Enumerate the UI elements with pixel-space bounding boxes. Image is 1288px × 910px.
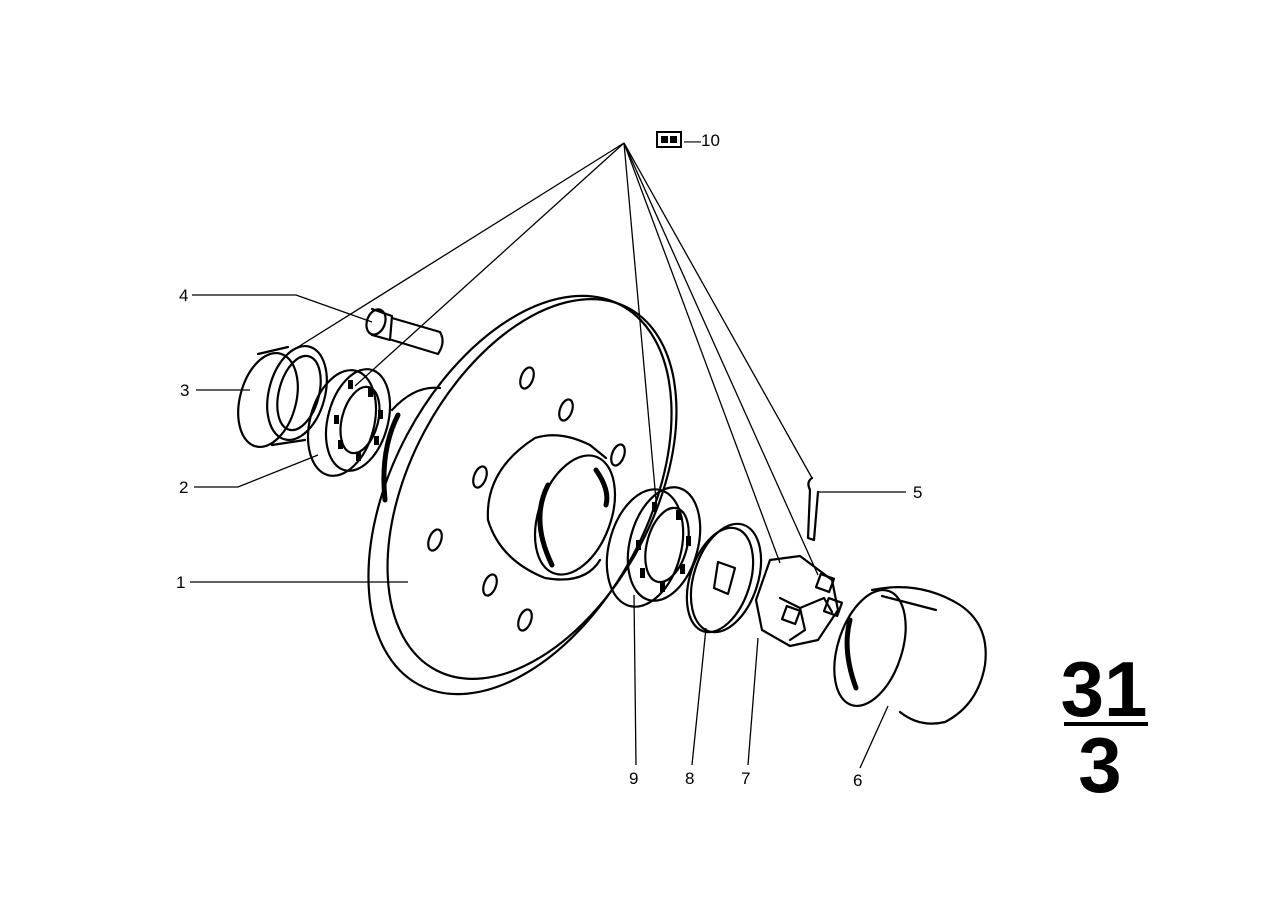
inner-roller-bearing: [306, 368, 392, 477]
section-group: 31: [1061, 645, 1148, 733]
callout-1: 1: [176, 573, 185, 592]
leader-lines: [190, 142, 906, 769]
wheel-stud: [365, 307, 444, 356]
callout-10: —10: [684, 131, 720, 150]
callout-5: 5: [913, 483, 922, 502]
callout-6: 6: [853, 771, 862, 790]
thrust-washer: [685, 522, 763, 634]
callout-4: 4: [179, 286, 188, 305]
section-divider: [1064, 722, 1148, 726]
outer-roller-bearing: [605, 486, 702, 608]
section-subgroup: 3: [1078, 721, 1121, 809]
grease-cap: [833, 586, 987, 725]
section-number: 31 3: [1061, 645, 1148, 809]
cotter-pin: [806, 476, 820, 542]
callout-3: 3: [180, 381, 189, 400]
bearing-outer-race: [237, 344, 328, 449]
callout-7: 7: [741, 769, 750, 788]
castellated-nut: [754, 554, 844, 648]
callout-8: 8: [685, 769, 694, 788]
grease-symbol-icon: [656, 131, 682, 148]
callout-2: 2: [179, 478, 188, 497]
callout-9: 9: [629, 769, 638, 788]
brake-disc-hub: [367, 294, 678, 696]
